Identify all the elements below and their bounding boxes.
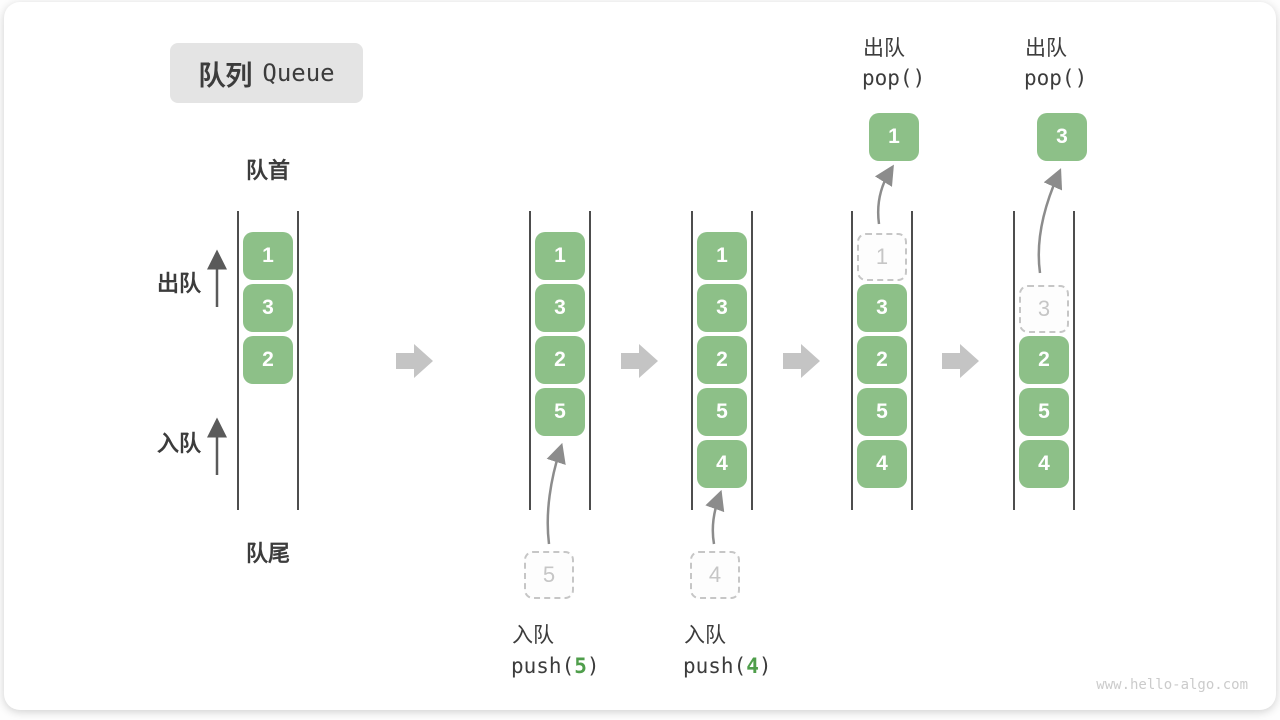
queue-channel-2: [529, 211, 591, 510]
push-arg: 4: [746, 654, 759, 678]
queue-element: 4: [697, 440, 747, 488]
pending-element: 5: [524, 551, 574, 599]
queue-element: 2: [243, 336, 293, 384]
push-arg: 5: [574, 654, 587, 678]
push-fn: push(: [511, 654, 575, 678]
push-close: ): [586, 654, 600, 678]
push-close: ): [758, 654, 772, 678]
queue-element: 2: [535, 336, 585, 384]
pop-code-label: pop(): [862, 66, 926, 90]
ghost-element: 3: [1019, 285, 1069, 333]
queue-element: 2: [697, 336, 747, 384]
queue-element: 1: [697, 232, 747, 280]
queue-element: 4: [857, 440, 907, 488]
queue-element: 1: [535, 232, 585, 280]
popped-element: 3: [1037, 113, 1087, 161]
enqueue-side-label: 入队: [156, 431, 201, 456]
queue-element: 3: [857, 284, 907, 332]
title-zh: 队列: [198, 60, 253, 91]
popped-element: 1: [869, 113, 919, 161]
dequeue-op-label: 出队: [863, 37, 905, 60]
queue-front-label: 队首: [245, 158, 290, 183]
queue-element: 5: [1019, 388, 1069, 436]
push-fn: push(: [683, 654, 747, 678]
pop-code-label: pop(): [1024, 66, 1088, 90]
queue-channel-4: [851, 211, 913, 510]
title-en: Queue: [262, 59, 335, 87]
queue-element: 2: [857, 336, 907, 384]
ghost-element: 1: [857, 233, 907, 281]
enqueue-op-label: 入队: [684, 624, 726, 647]
title-box: 队列 Queue: [170, 43, 363, 103]
watermark: www.hello-algo.com: [1096, 677, 1248, 693]
queue-element: 5: [535, 388, 585, 436]
queue-element: 3: [535, 284, 585, 332]
dequeue-side-label: 出队: [156, 271, 201, 296]
queue-channel-1: [237, 211, 299, 510]
queue-channel-5: [1013, 211, 1075, 510]
push-code-label: push(4): [683, 654, 772, 678]
pending-element: 4: [690, 551, 740, 599]
queue-element: 3: [243, 284, 293, 332]
queue-channel-3: [691, 211, 753, 510]
queue-element: 5: [857, 388, 907, 436]
queue-rear-label: 队尾: [245, 541, 290, 566]
push-code-label: push(5): [511, 654, 600, 678]
queue-element: 1: [243, 232, 293, 280]
enqueue-op-label: 入队: [512, 624, 554, 647]
queue-element: 4: [1019, 440, 1069, 488]
queue-element: 2: [1019, 336, 1069, 384]
queue-element: 5: [697, 388, 747, 436]
dequeue-op-label: 出队: [1025, 37, 1067, 60]
diagram-card: [4, 2, 1276, 710]
queue-element: 3: [697, 284, 747, 332]
